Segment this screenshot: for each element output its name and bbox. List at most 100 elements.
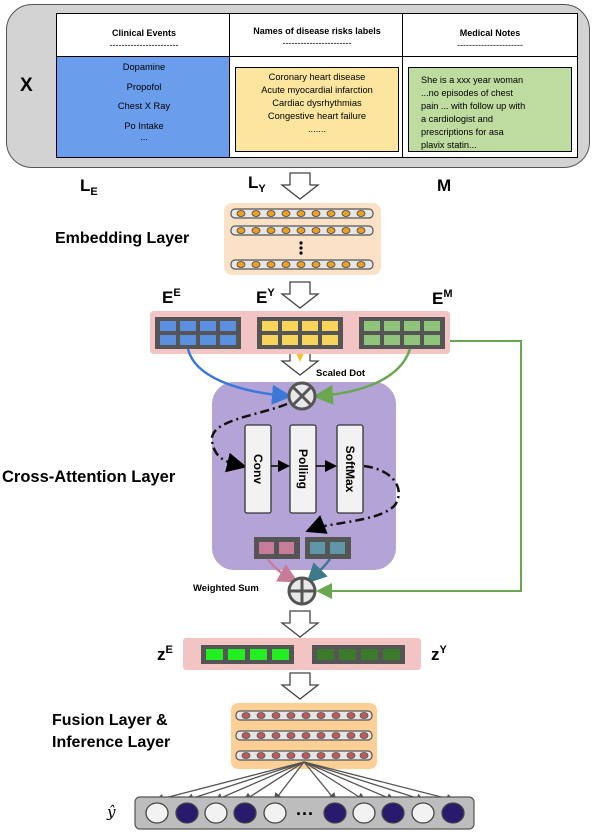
note-line: a cardiologist and	[421, 114, 494, 124]
pooling-label: Polling	[296, 449, 310, 489]
fusion-row	[235, 730, 373, 741]
output-node	[233, 802, 257, 824]
disease-labels-title: Names of disease risks labels	[253, 26, 381, 36]
label-em: EM	[432, 288, 453, 309]
list-item: Cardiac dysrhythmias	[272, 98, 362, 108]
clinical-events-title: Clinical Events	[111, 28, 177, 38]
clinical-events-title-rule: -----------------------	[109, 40, 179, 50]
fan-arrow	[273, 761, 305, 803]
attention-weights-y	[305, 537, 351, 559]
medical-notes-card: Medical Notes ---------------------- She…	[402, 13, 578, 158]
clinical-events-list: Dopamine Propofol Chest X Ray Po Intake …	[57, 57, 231, 157]
flow-arrow-5	[280, 672, 320, 700]
label-ze-main: z	[157, 645, 166, 664]
label-ey-main: E	[256, 288, 268, 307]
label-ey-sup: Y	[267, 287, 275, 299]
scaled-dot-label: Scaled Dot	[316, 368, 366, 379]
embedding-row	[230, 259, 374, 270]
em-skip-connection-arrow	[316, 340, 522, 599]
fusion-to-output-arrows	[154, 761, 456, 803]
embedding-layer-label: Embedding Layer	[55, 230, 190, 247]
fan-arrow	[303, 761, 396, 802]
medical-notes-text: She is a xxx year woman ...no episodes o…	[408, 67, 572, 152]
list-item: .......	[307, 124, 327, 134]
fan-arrow	[303, 761, 337, 803]
fusion-row	[235, 710, 373, 721]
input-x-label: X	[20, 75, 33, 96]
conv-block	[244, 424, 272, 514]
softmax-block	[336, 424, 364, 514]
output-nodes	[145, 802, 465, 824]
embedding-matrix-y	[257, 317, 343, 349]
label-em-main: E	[432, 289, 444, 308]
z-e-vector	[201, 645, 294, 664]
weights-e-to-sum-arrow	[266, 558, 299, 583]
label-ly-main: L	[248, 173, 259, 192]
disease-labels-title-rule: -----------------------	[282, 38, 352, 48]
label-le-main: L	[80, 176, 91, 195]
attention-flow-dashdot	[210, 402, 288, 473]
label-ee-sup: E	[173, 287, 181, 299]
note-line: ...no episodes of chest	[421, 88, 513, 98]
vertical-ellipsis-icon	[299, 241, 303, 255]
disease-labels-card: Names of disease risks labels ----------…	[229, 13, 405, 158]
label-zy: zY	[431, 644, 447, 665]
label-m: M	[437, 176, 452, 195]
label-zy-main: z	[431, 645, 440, 664]
pooling-block	[289, 424, 317, 514]
fan-arrow	[184, 761, 305, 803]
z-y-vector	[312, 645, 405, 664]
label-zy-sup: Y	[439, 644, 447, 656]
em-to-scaled-dot-arrow	[313, 348, 412, 405]
label-ze: zE	[157, 644, 173, 665]
ee-to-scaled-dot-arrow	[186, 348, 292, 405]
output-node	[204, 802, 228, 824]
scaled-dot-operator-icon	[287, 381, 317, 411]
disease-labels-header: Names of disease risks labels ----------…	[230, 14, 404, 57]
clinical-events-header: Clinical Events -----------------------	[57, 14, 231, 57]
output-node	[323, 802, 347, 824]
label-ze-sup: E	[165, 644, 173, 656]
flow-arrow-2	[280, 281, 320, 309]
output-node	[441, 802, 465, 824]
list-item: Dopamine	[122, 62, 166, 72]
embedding-row	[230, 208, 374, 219]
embedding-matrix-e	[155, 317, 241, 349]
output-node	[411, 802, 435, 824]
weighted-sum-operator-icon	[287, 576, 317, 606]
embedding-row	[230, 225, 374, 236]
attention-weights-e	[254, 537, 300, 559]
fusion-row	[235, 750, 373, 761]
clinical-events-card: Clinical Events ----------------------- …	[56, 13, 232, 158]
label-ee: EE	[162, 287, 181, 308]
fusion-layer-label-line1: Fusion Layer &	[52, 712, 168, 729]
note-line: pain ... with follow up with	[421, 101, 526, 111]
label-ee-main: E	[162, 288, 174, 307]
output-node	[263, 802, 287, 824]
embedding-matrix-m	[359, 317, 445, 349]
fan-arrow	[303, 761, 426, 803]
cross-attention-layer-label: Cross-Attention Layer	[2, 468, 176, 486]
note-line: plavix statin...	[421, 140, 477, 150]
output-node	[175, 802, 199, 824]
attention-flow-dashdot	[305, 464, 400, 534]
label-ly: LY	[248, 173, 266, 195]
embedding-layer-block	[224, 203, 381, 275]
output-ellipsis: ...	[296, 799, 315, 819]
output-node	[145, 802, 169, 824]
disease-labels-list: Coronary heart disease Acute myocardial …	[235, 67, 399, 152]
output-node	[352, 802, 376, 824]
softmax-label: SoftMax	[343, 445, 357, 493]
note-line: prescriptions for asa	[421, 127, 504, 137]
list-item: Chest X Ray	[117, 101, 171, 111]
flow-arrow-4	[280, 610, 320, 638]
medical-notes-title: Medical Notes	[459, 28, 521, 38]
embedding-band	[150, 311, 450, 354]
label-le: LE	[80, 176, 98, 198]
weights-y-to-sum-arrow	[306, 558, 332, 584]
prediction-yhat-label: ŷ	[107, 803, 116, 821]
list-item: Coronary heart disease	[268, 72, 366, 82]
list-item: Po Intake	[124, 120, 164, 131]
fan-arrow	[154, 761, 305, 803]
